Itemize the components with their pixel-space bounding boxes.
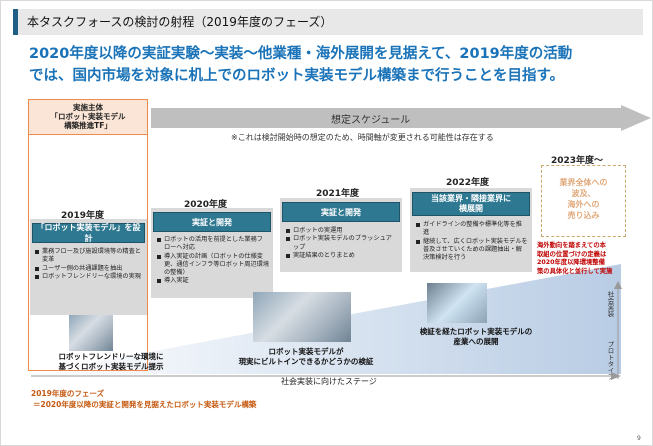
phase-2023-box (541, 165, 626, 237)
phase-2023-line: 売り込み (567, 211, 600, 220)
year-2023: 2023年度～ (551, 156, 604, 166)
phase-2020-title: 実証と開発 (153, 212, 271, 232)
year-2021: 2021年度 (316, 189, 360, 199)
phase-2019-bullets: 業務フロー及び施設環境等の精査と変革 ユーザー側の共通課題を抽出 ロボットフレン… (35, 248, 143, 281)
bullet-item: ロボットの活用を前提とした業務フローへ対応 (157, 236, 269, 253)
phase-2022-title: 当該業界・隣接業界に 横展開 (412, 192, 530, 216)
phase-2023-line: 波及、 (571, 189, 596, 198)
store-shelf-photo (253, 292, 351, 342)
headline-line-2: では、国内市場を対象に机上でのロボット実装モデル構築まで行うことを目指す。 (29, 68, 565, 84)
headline-line-1: 2020年度以降の実証実験～実装～他業種・海外展開を見据えて、2019年度の活動 (29, 46, 573, 62)
phase-2021-title: 実証と開発 (282, 202, 400, 222)
y-axis-arrow (614, 281, 622, 379)
schedule-note: ※これは検討開始時の想定のため、時間軸が変更される可能性は存在する (231, 133, 494, 142)
phase-2021-bullets: ロボットの実運用 ロボット実装モデルのブラッシュアップ 実証結果のとりまとめ (286, 227, 398, 260)
bullet-item: 業務フロー及び施設環境等の精査と変革 (35, 248, 143, 265)
schedule-label: 想定スケジュール (331, 115, 411, 126)
page-title: 本タスクフォースの検討の射程（2019年度のフェーズ） (27, 15, 333, 29)
bullet-item: 継続して、広くロボット実装モデルを普及させていくための課題抽出・解決策検討を行う (416, 238, 528, 263)
year-2019: 2019年度 (61, 211, 105, 221)
caption-line: 産業への展開 (453, 337, 499, 346)
bullet-item: ユーザー側の共通課題を抽出 (35, 265, 143, 273)
task-force-header (28, 99, 148, 135)
caption-line: 検証を経たロボット実装モデルの (419, 327, 533, 336)
footnote-line-1: 2019年度のフェーズ (31, 389, 104, 398)
bullet-item: ロボットの実運用 (286, 227, 398, 235)
note-line: 2020年度以降環境整備 (537, 259, 605, 267)
phase-2019-title: 「ロボット実装モデル」を設計 (32, 223, 145, 243)
overseas-note: 海外動向を踏まえての本 取組の位置づけの定義は 2020年度以降環境整備 策の具… (537, 242, 635, 276)
phase-2023-line: 業界全体への (559, 178, 608, 187)
y-axis-bottom-label: プロトタイプ (606, 341, 614, 380)
year-2022: 2022年度 (446, 178, 490, 188)
bullet-item: ロボット実装モデルのブラッシュアップ (286, 235, 398, 252)
task-force-label-2: 「ロボット実装モデル (50, 112, 126, 121)
caption-line: 現実にビルトインできるかどうかの検証 (238, 357, 374, 366)
headline: 2020年度以降の実証実験～実装～他業種・海外展開を見据えて、2019年度の活動… (29, 43, 639, 87)
footnote-line-2: ＝2020年度以降の実証と開発を見据えたロボット実装モデル構築 (33, 400, 257, 409)
bullet-item: ロボットフレンドリーな環境の実現 (35, 273, 143, 281)
caption-line: ロボット実装モデルが (268, 347, 344, 356)
header-accent (13, 9, 18, 35)
x-axis-arrow (31, 372, 621, 380)
phase-title-line: 当該業界・隣接業界に (431, 194, 511, 203)
caption-line: ロボットフレンドリーな環境に (58, 352, 164, 361)
note-line: 策の具体化と並行して実施 (537, 267, 613, 275)
bullet-item: 導入実証 (157, 277, 269, 285)
page-number: 9 (637, 435, 641, 442)
bullet-item: 実証結果のとりまとめ (286, 252, 398, 260)
caption-2019: ロボットフレンドリーな環境に 基づくロボット実装モデル提示 (41, 352, 181, 372)
bullet-item: 導入実証の計画（ロボットの仕様変更、通信インフラ等ロボット周辺環境の整備） (157, 253, 269, 278)
schedule-arrow (151, 105, 651, 131)
phase-2023-text: 業界全体への 波及、 海外への 売り込み (541, 177, 626, 221)
caption-2020: ロボット実装モデルが 現実にビルトインできるかどうかの検証 (221, 347, 391, 367)
task-force-label-1: 実施主体 (73, 103, 103, 112)
task-force-label-3: 構築推進TF」 (64, 121, 112, 130)
header-bar (13, 9, 643, 35)
robot-photo-2019 (69, 315, 113, 351)
x-axis-label: 社会実装に向けたステージ (281, 377, 377, 386)
caption-2022: 検証を経たロボット実装モデルの 産業への展開 (396, 327, 556, 347)
bullet-item: ガイドラインの整備や標準化等を推進 (416, 221, 528, 238)
phase-2022-bullets: ガイドラインの整備や標準化等を推進 継続して、広くロボット実装モデルを普及させて… (416, 221, 528, 262)
phase-2020-bullets: ロボットの活用を前提とした業務フローへ対応 導入実証の計画（ロボットの仕様変更、… (157, 236, 269, 286)
phase-title-line: 横展開 (459, 204, 483, 213)
tablet-photo (427, 283, 487, 323)
note-line: 海外動向を踏まえての本 (537, 242, 606, 249)
year-2020: 2020年度 (184, 200, 228, 210)
note-line: 取組の位置づけの定義は (537, 250, 607, 258)
phase-2023-line: 海外への (567, 200, 600, 209)
caption-line: 基づくロボット実装モデル提示 (58, 362, 164, 371)
y-axis-top-label: 社会実装 (606, 291, 614, 317)
